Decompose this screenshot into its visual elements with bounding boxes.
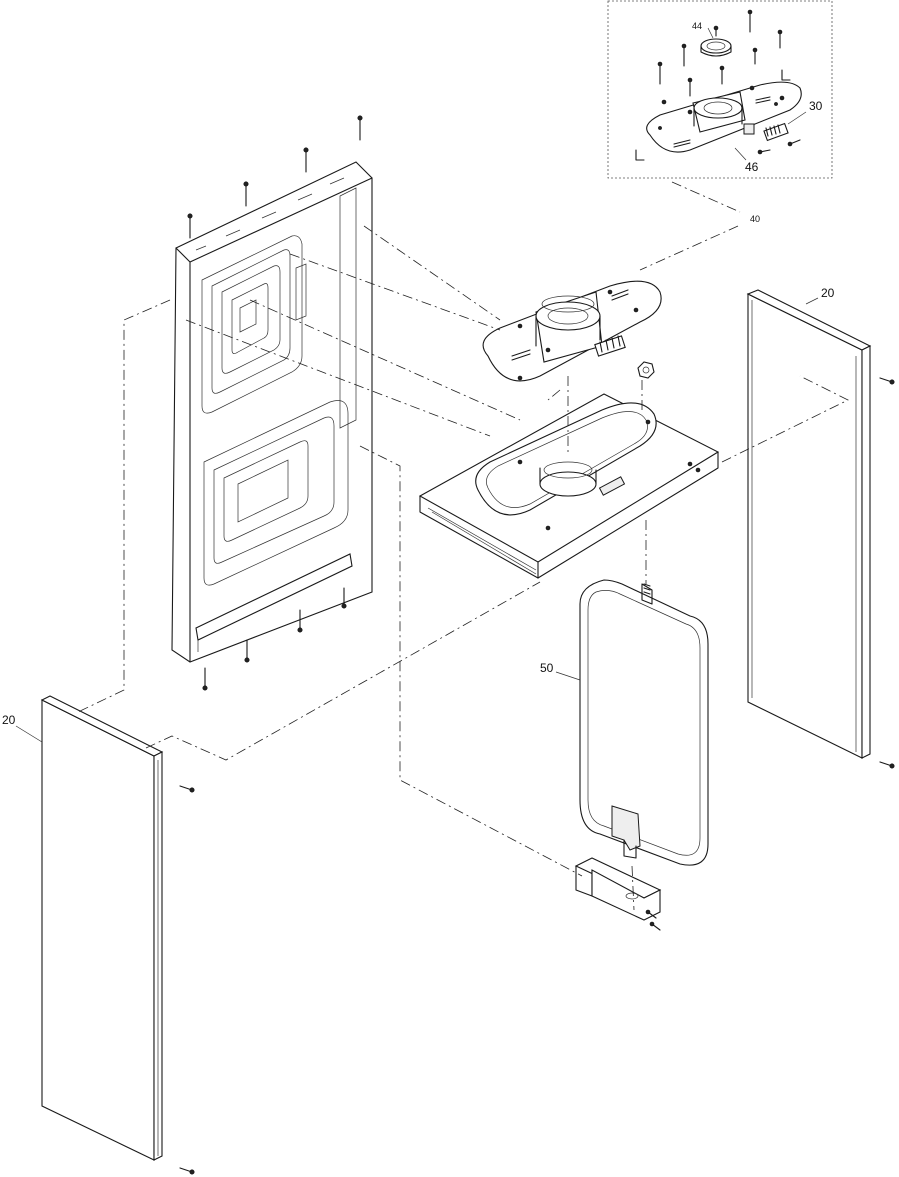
inset-flue-plate	[635, 69, 802, 161]
callout-46: 46	[745, 160, 759, 174]
callout-44: 44	[692, 21, 702, 31]
vessel-bracket	[574, 857, 662, 931]
back-panel-screws	[187, 115, 363, 691]
back-panel	[171, 161, 373, 663]
callout-50: 50	[540, 661, 554, 675]
inset-gasket-ring	[700, 38, 732, 57]
assembly-lines	[77, 225, 849, 911]
expansion-vessel	[579, 579, 709, 866]
flue-adaptor-plate	[482, 280, 662, 382]
side-panel-right	[746, 289, 895, 769]
inset-screws	[657, 9, 801, 155]
detail-inset-frame	[607, 0, 833, 179]
callout-40: 40	[750, 214, 760, 224]
detail-inset: 44 30 46	[607, 0, 833, 179]
callout-20-left: 20	[2, 713, 16, 727]
grommet	[637, 361, 655, 379]
combustion-tray	[418, 393, 720, 579]
side-panel-left	[40, 695, 195, 1175]
callout-30: 30	[809, 99, 823, 113]
callout-20-right: 20	[821, 286, 835, 300]
